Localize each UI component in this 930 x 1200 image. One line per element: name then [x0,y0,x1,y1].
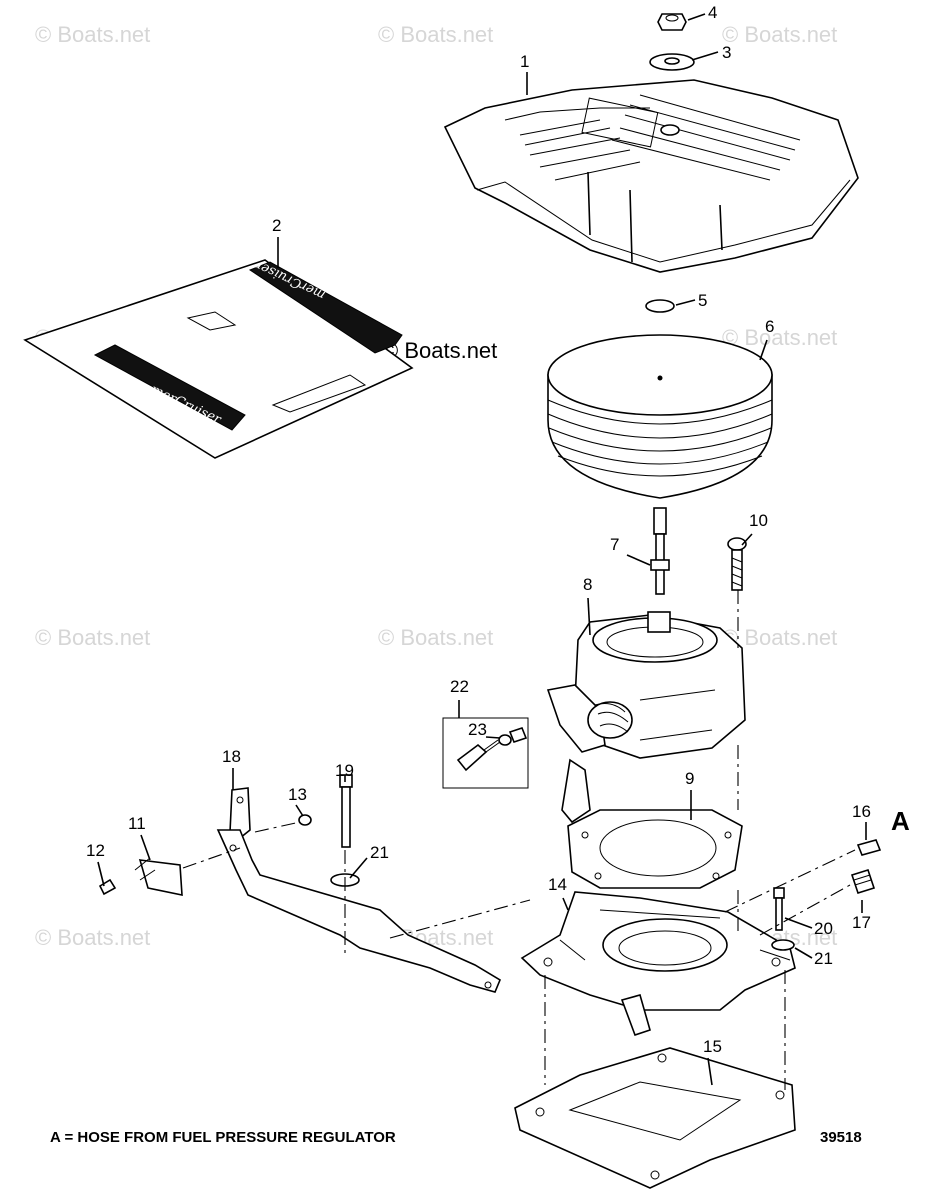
callout-22: 22 [450,677,469,696]
watermark: © Boats.net [378,22,493,47]
watermark-center: © Boats.net [382,338,497,363]
watermark: © Boats.net [35,625,150,650]
part-decal: merCruiser merCruiser [23,257,414,459]
watermark: © Boats.net [378,625,493,650]
callout-17: 17 [852,913,871,932]
part-bracket [216,787,502,993]
callout-2: 2 [272,216,281,235]
callout-23: 23 [468,720,487,739]
callout-13: 13 [288,785,307,804]
watermark: © Boats.net [722,625,837,650]
callout-6: 6 [765,317,774,336]
part-screw-10 [727,537,747,591]
callout-21: 21 [370,843,389,862]
part-stud [650,507,670,595]
part-throttle-body [546,611,746,824]
callout-11: 11 [128,814,146,833]
part-flame-arrestor [547,334,773,499]
callout-5: 5 [698,291,707,310]
part-nut-washer [649,13,695,71]
watermark: © Boats.net [35,22,150,47]
callout-20: 20 [814,919,833,938]
part-cover [443,79,859,273]
callout-3: 3 [722,43,731,62]
callout-9: 9 [685,769,694,788]
watermark: © Boats.net [722,22,837,47]
hose-reference-letter: A [891,806,910,836]
callout-8: 8 [583,575,592,594]
callout-16: 16 [852,802,871,821]
footnote: A = HOSE FROM FUEL PRESSURE REGULATOR [50,1129,396,1146]
part-kit-box [442,717,529,789]
callout-21b: 21 [814,949,833,968]
watermark: © Boats.net [35,925,150,950]
alignment-lines [182,590,856,1090]
part-fittings [771,839,882,951]
callout-4: 4 [708,3,717,22]
callout-14: 14 [548,875,567,894]
part-grommet [645,299,675,313]
part-gasket-15 [514,1047,796,1189]
part-gasket-9 [567,809,743,889]
callout-7: 7 [610,535,619,554]
leader-lines [97,13,867,1086]
callout-layer: 1 2 3 4 5 6 7 8 9 10 11 12 13 14 15 16 1… [86,3,871,1056]
diagram-number: 39518 [820,1129,862,1146]
callout-1: 1 [520,52,529,71]
part-adaptor [520,891,796,1037]
watermark: © Boats.net [722,325,837,350]
callout-18: 18 [222,747,241,766]
callout-19: 19 [335,761,354,780]
callout-12: 12 [86,841,105,860]
callout-10: 10 [749,511,768,530]
callout-15: 15 [703,1037,722,1056]
